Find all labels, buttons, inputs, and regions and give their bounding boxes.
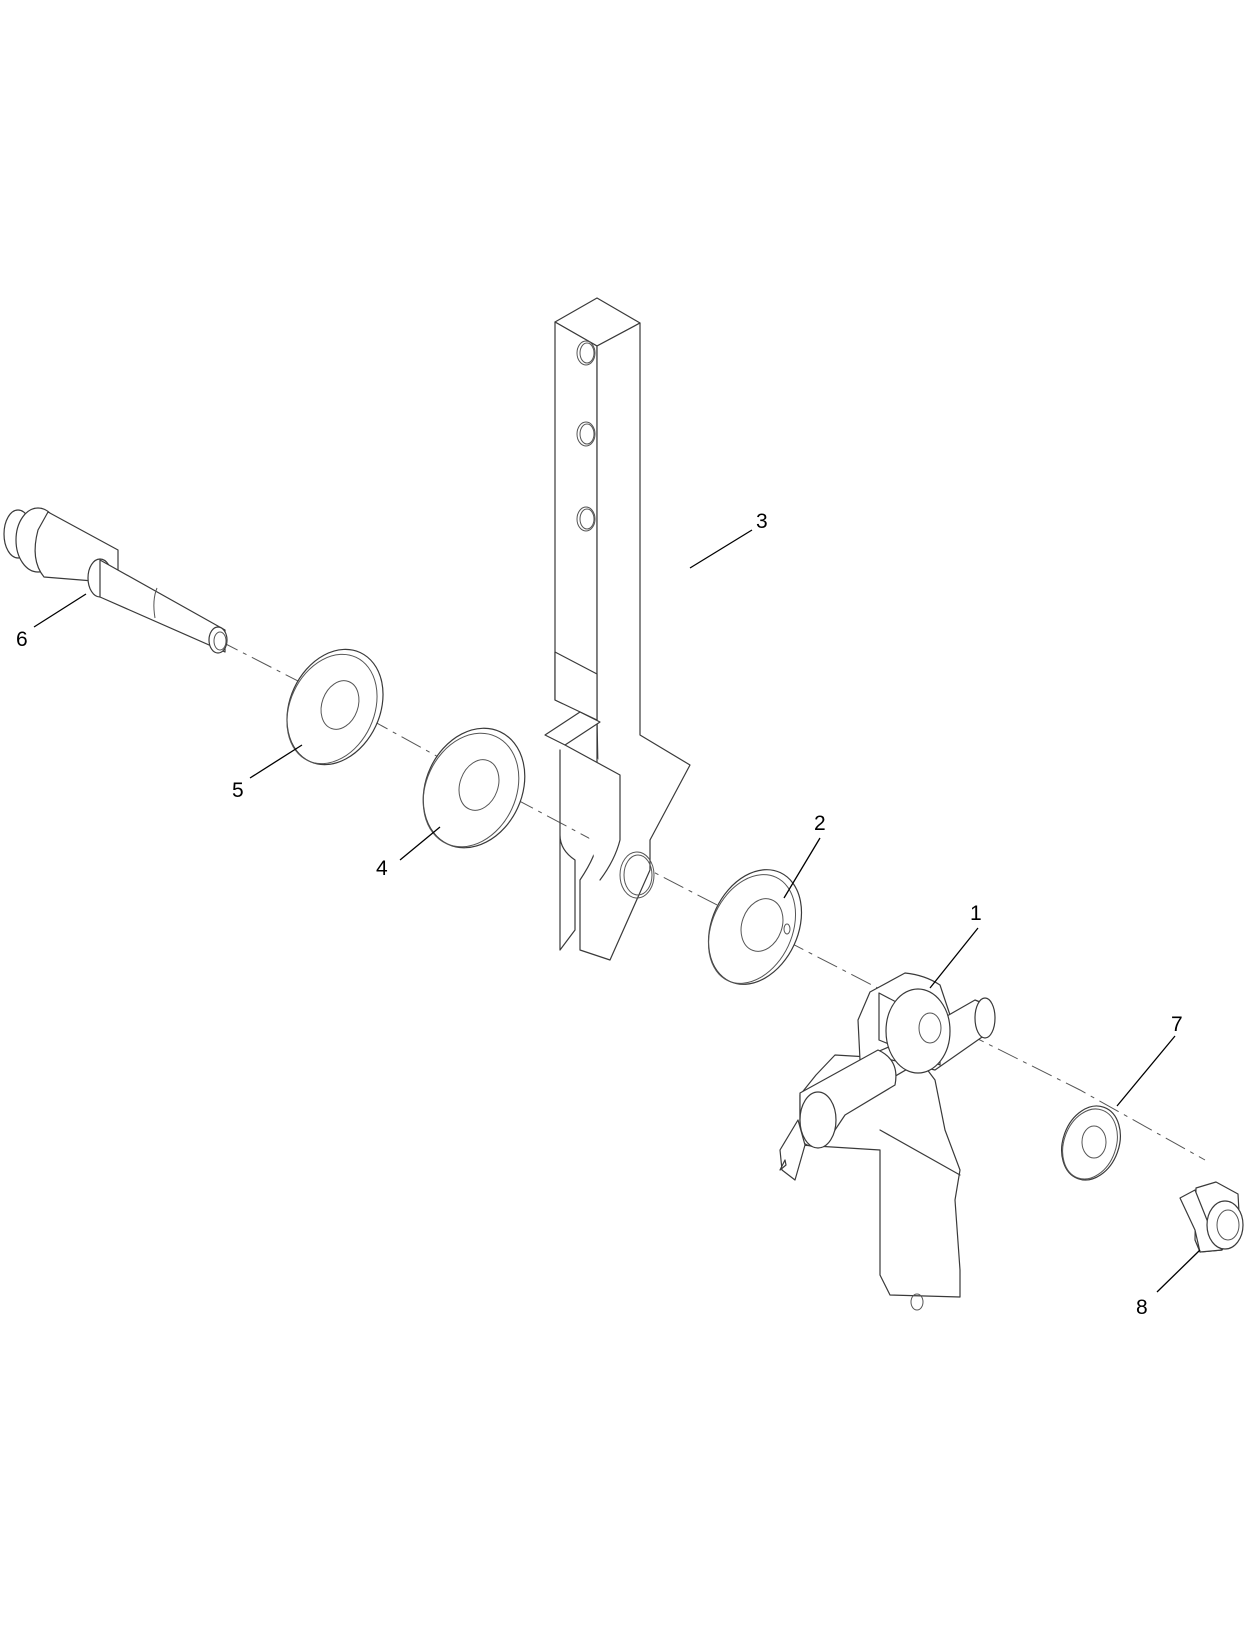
svg-text:2: 2 [814, 812, 826, 835]
callout-1: 1 [929, 902, 982, 989]
callout-4: 4 [376, 826, 441, 880]
callout-6: 6 [16, 593, 87, 651]
part-8-lock-nut[interactable] [1179, 1181, 1244, 1253]
part-4-washer[interactable] [404, 712, 543, 865]
svg-text:6: 6 [16, 628, 28, 651]
svg-text:3: 3 [756, 510, 768, 533]
part-3-lever-arm[interactable] [544, 297, 691, 961]
part-1-pivot-arm[interactable] [779, 972, 996, 1311]
svg-text:4: 4 [376, 857, 388, 880]
callout-8: 8 [1136, 1249, 1201, 1319]
callout-5: 5 [232, 744, 303, 802]
callout-3: 3 [689, 510, 768, 569]
svg-text:7: 7 [1171, 1013, 1183, 1036]
assembly-axis-line [217, 639, 1206, 1161]
part-7-washer[interactable] [1052, 1098, 1131, 1189]
svg-text:1: 1 [970, 902, 982, 925]
part-5-washer[interactable] [269, 634, 401, 781]
svg-text:8: 8 [1136, 1296, 1148, 1319]
part-2-flanged-washer[interactable] [691, 854, 820, 999]
part-6-shoulder-bolt[interactable] [3, 507, 228, 654]
svg-text:5: 5 [232, 779, 244, 802]
callout-7: 7 [1116, 1013, 1183, 1107]
callout-2: 2 [783, 812, 826, 899]
